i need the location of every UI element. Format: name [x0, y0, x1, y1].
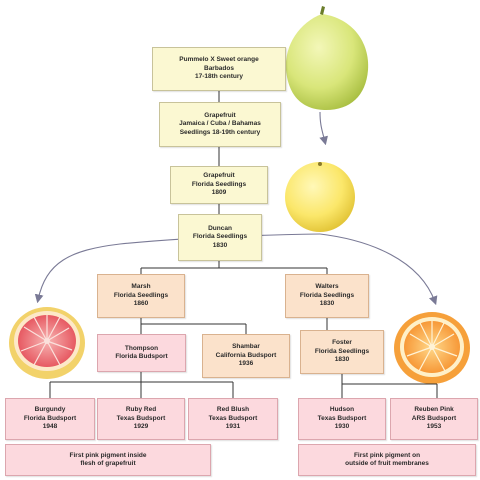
arrow-lines — [34, 111, 438, 306]
node-date: 1929 — [133, 423, 149, 431]
node-walters: Walters Florida Seedlings 1830 — [285, 274, 369, 318]
note-first-pink-outside-membranes: First pink pigment on outside of fruit m… — [298, 444, 476, 476]
node-date: 1830 — [212, 241, 228, 249]
node-origin: Texas Budsport — [317, 414, 367, 422]
note-line: flesh of grapefruit — [80, 460, 136, 467]
node-origin: Florida Seedlings — [191, 180, 247, 188]
node-origin: Florida Seedlings — [113, 291, 169, 299]
node-hudson: Hudson Texas Budsport 1930 — [298, 398, 386, 440]
node-title: Reuben Pink — [414, 406, 454, 414]
node-date: Seedlings 18-19th century — [179, 128, 261, 136]
node-date: 1930 — [334, 423, 350, 431]
node-grapefruit-jamaica: Grapefruit Jamaica / Cuba / Bahamas Seed… — [159, 102, 281, 147]
node-origin: Barbados — [204, 64, 234, 72]
node-title: Red Blush — [216, 406, 250, 414]
orange-grapefruit-slice-image — [394, 312, 470, 384]
node-origin: Texas Budsport — [208, 414, 258, 422]
pink-grapefruit-slice-image — [9, 307, 85, 379]
node-origin: ARS Budsport — [411, 414, 457, 422]
node-marsh: Marsh Florida Seedlings 1860 — [97, 274, 185, 318]
node-date: 1860 — [133, 300, 149, 308]
node-date: 1931 — [225, 423, 241, 431]
node-date: 1809 — [211, 189, 227, 197]
node-foster: Foster Florida Seedlings 1830 — [300, 330, 384, 374]
node-date: 1936 — [238, 360, 254, 368]
note-line: outside of fruit membranes — [345, 460, 429, 467]
node-origin: Florida Budsport — [115, 353, 168, 360]
node-title: Hudson — [329, 406, 355, 414]
node-origin: Jamaica / Cuba / Bahamas — [179, 120, 261, 128]
node-date: 1830 — [334, 356, 350, 364]
node-title: Shambar — [232, 343, 260, 351]
node-title: Duncan — [208, 224, 232, 232]
node-pummelo: Pummelo X Sweet orange Barbados 17-18th … — [152, 47, 286, 91]
note-first-pink-inside-flesh: First pink pigment inside flesh of grape… — [5, 444, 211, 476]
node-date: 1830 — [319, 300, 335, 308]
node-date: 1948 — [42, 423, 58, 431]
node-origin: Florida Seedlings — [192, 233, 248, 241]
note-line: First pink pigment inside — [69, 451, 147, 459]
node-grapefruit-florida: Grapefruit Florida Seedlings 1809 — [170, 166, 268, 204]
node-title: Foster — [332, 339, 352, 347]
node-title: Walters — [315, 283, 339, 291]
node-origin: Florida Budsport — [23, 414, 77, 422]
node-origin: Florida Seedlings — [314, 347, 370, 355]
node-title: Thompson — [124, 344, 159, 352]
node-thompson: Thompson Florida Budsport — [97, 334, 186, 372]
grapefruit-fruit-image — [285, 162, 355, 232]
node-ruby-red: Ruby Red Texas Budsport 1929 — [97, 398, 185, 440]
node-duncan: Duncan Florida Seedlings 1830 — [178, 214, 262, 261]
node-date: 17-18th century — [194, 73, 244, 81]
pummelo-fruit-image — [285, 6, 369, 110]
node-title: Marsh — [131, 283, 151, 291]
node-title: Grapefruit — [203, 172, 235, 180]
note-line: First pink pigment on — [353, 451, 421, 459]
node-title: Grapefruit — [204, 111, 236, 119]
node-shambar: Shambar California Budsport 1936 — [202, 334, 290, 378]
node-title: Burgundy — [34, 406, 66, 414]
node-origin: Texas Budsport — [116, 414, 166, 422]
node-red-blush: Red Blush Texas Budsport 1931 — [188, 398, 278, 440]
node-title: Ruby Red — [125, 406, 157, 414]
node-burgundy: Burgundy Florida Budsport 1948 — [5, 398, 95, 440]
node-origin: Florida Seedlings — [299, 291, 355, 299]
node-title: Pummelo X Sweet orange — [179, 56, 259, 64]
node-origin: California Budsport — [215, 351, 277, 359]
connector-lines — [49, 91, 438, 398]
node-reuben-pink: Reuben Pink ARS Budsport 1953 — [390, 398, 478, 440]
node-date: 1953 — [426, 423, 442, 431]
